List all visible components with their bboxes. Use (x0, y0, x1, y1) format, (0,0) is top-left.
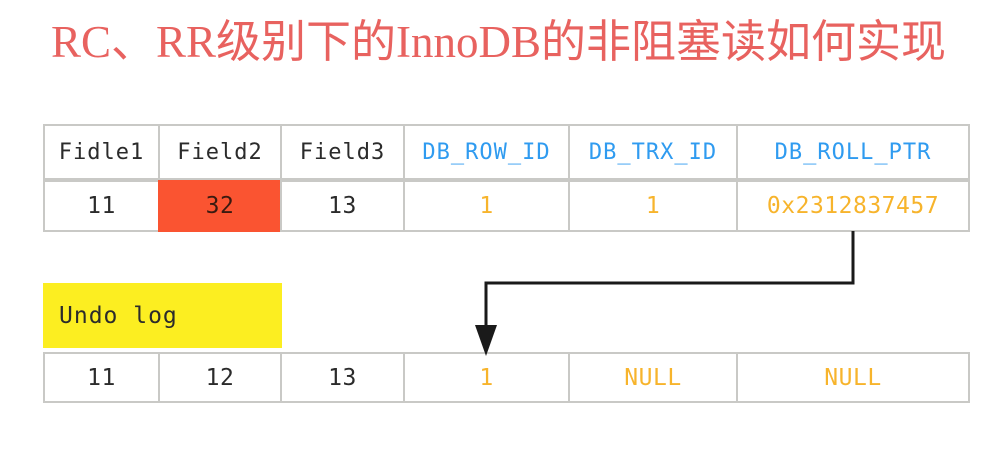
record-value-db-trx-id: 1 (568, 180, 738, 232)
record-header-field2: Field2 (158, 124, 282, 180)
record-header-field3: Field3 (280, 124, 405, 180)
record-value-db-roll-ptr: 0x2312837457 (736, 180, 970, 232)
undo-value-field2: 12 (158, 352, 282, 403)
record-header-field1: Fidle1 (43, 124, 160, 180)
record-header-db-trx-id: DB_TRX_ID (568, 124, 738, 180)
page-title: RC、RR级别下的InnoDB的非阻塞读如何实现 (50, 17, 947, 67)
record-value-field3: 13 (280, 180, 405, 232)
undo-value-field1: 11 (43, 352, 160, 403)
roll-pointer-arrow-line (484, 231, 855, 340)
record-value-field2: 32 (158, 180, 282, 232)
undo-value-db-row-id: 1 (403, 352, 570, 403)
undo-value-field3: 13 (280, 352, 405, 403)
record-header-db-roll-ptr: DB_ROLL_PTR (736, 124, 970, 180)
undo-value-db-roll-ptr: NULL (736, 352, 970, 403)
record-value-db-row-id: 1 (403, 180, 570, 232)
undo-log-label: Undo log (43, 283, 282, 348)
record-value-field1: 11 (43, 180, 160, 232)
undo-value-db-trx-id: NULL (568, 352, 738, 403)
record-header-db-row-id: DB_ROW_ID (403, 124, 570, 180)
